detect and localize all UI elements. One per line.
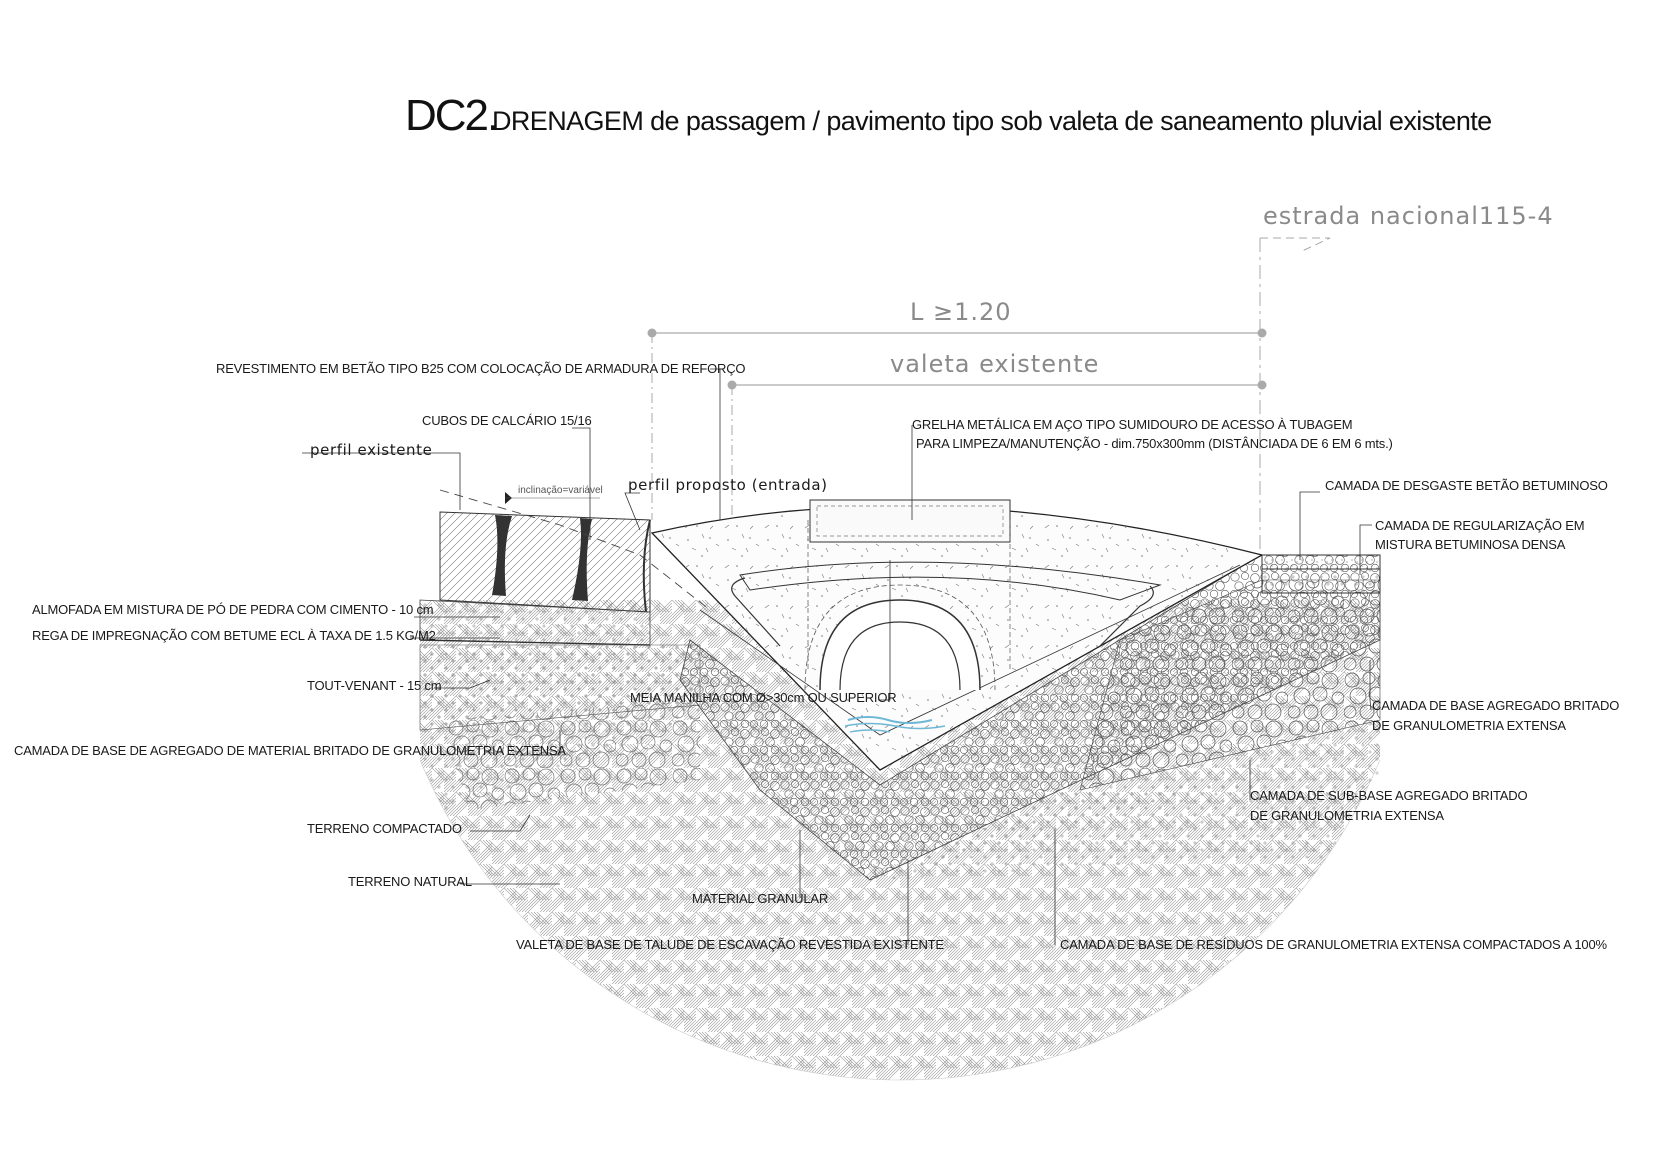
label-revestimento: REVESTIMENTO EM BETÃO TIPO B25 COM COLOC… [216, 361, 745, 376]
width-dimension-label: L ≥1.20 [910, 298, 1012, 326]
label-desgaste: CAMADA DE DESGASTE BETÃO BETUMINOSO [1325, 478, 1608, 493]
left-pavement [419, 489, 711, 731]
drawing-title: DC2. DRENAGEM de passagem / pavimento ti… [405, 91, 1492, 140]
label-perfil-proposto: perfil proposto (entrada) [628, 476, 828, 494]
right-pavement [1261, 554, 1381, 594]
road-reference: estrada nacional115-4 [1259, 202, 1554, 560]
label-residuos: CAMADA DE BASE DE RESÍDUOS DE GRANULOMET… [1060, 937, 1607, 952]
label-cubos: CUBOS DE CALCÁRIO 15/16 [422, 413, 592, 428]
label-perfil-existente: perfil existente [310, 441, 432, 459]
label-grelha-2: PARA LIMPEZA/MANUTENÇÃO - dim.750x300mm … [916, 436, 1393, 451]
section-crop [419, 759, 1381, 1081]
leader-lines [302, 368, 1372, 945]
label-valeta-base: VALETA DE BASE DE TALUDE DE ESCAVAÇÃO RE… [516, 937, 944, 952]
label-material-granular: MATERIAL GRANULAR [692, 891, 828, 906]
title-text: DRENAGEM de passagem / pavimento tipo so… [492, 106, 1492, 136]
label-sub-base-2: DE GRANULOMETRIA EXTENSA [1250, 808, 1444, 823]
label-terreno-compactado: TERRENO COMPACTADO [307, 821, 462, 836]
label-inclinacao: inclinação=variável [518, 485, 603, 496]
label-grelha-1: GRELHA METÁLICA EM AÇO TIPO SUMIDOURO DE… [912, 417, 1352, 432]
annotations: REVESTIMENTO EM BETÃO TIPO B25 COM COLOC… [14, 361, 1619, 952]
dimension-width: L ≥1.20 [647, 298, 1267, 520]
label-tout-venant: TOUT-VENANT - 15 cm [307, 678, 441, 693]
label-meia-manilha: MEIA MANILHA COM Ø>30cm OU SUPERIOR [630, 690, 896, 705]
label-base-material: CAMADA DE BASE DE AGREGADO DE MATERIAL B… [14, 743, 566, 758]
label-regularizacao-1: CAMADA DE REGULARIZAÇÃO EM [1375, 518, 1584, 533]
label-base-agregado-1: CAMADA DE BASE AGREGADO BRITADO [1372, 698, 1619, 713]
label-sub-base-1: CAMADA DE SUB-BASE AGREGADO BRITADO [1250, 788, 1527, 803]
ditch-dimension-label: valeta existente [890, 350, 1099, 378]
dimension-ditch: valeta existente [727, 350, 1267, 520]
title-code: DC2. [405, 91, 497, 140]
label-almofada: ALMOFADA EM MISTURA DE PÓ DE PEDRA COM C… [32, 602, 433, 617]
label-rega: REGA DE IMPREGNAÇÃO COM BETUME ECL À TAX… [32, 628, 436, 643]
ditch-structure [650, 499, 1381, 881]
label-regularizacao-2: MISTURA BETUMINOSA DENSA [1375, 537, 1566, 552]
road-label: estrada nacional115-4 [1263, 202, 1554, 230]
label-terreno-natural: TERRENO NATURAL [348, 874, 472, 889]
label-base-agregado-2: DE GRANULOMETRIA EXTENSA [1372, 718, 1566, 733]
